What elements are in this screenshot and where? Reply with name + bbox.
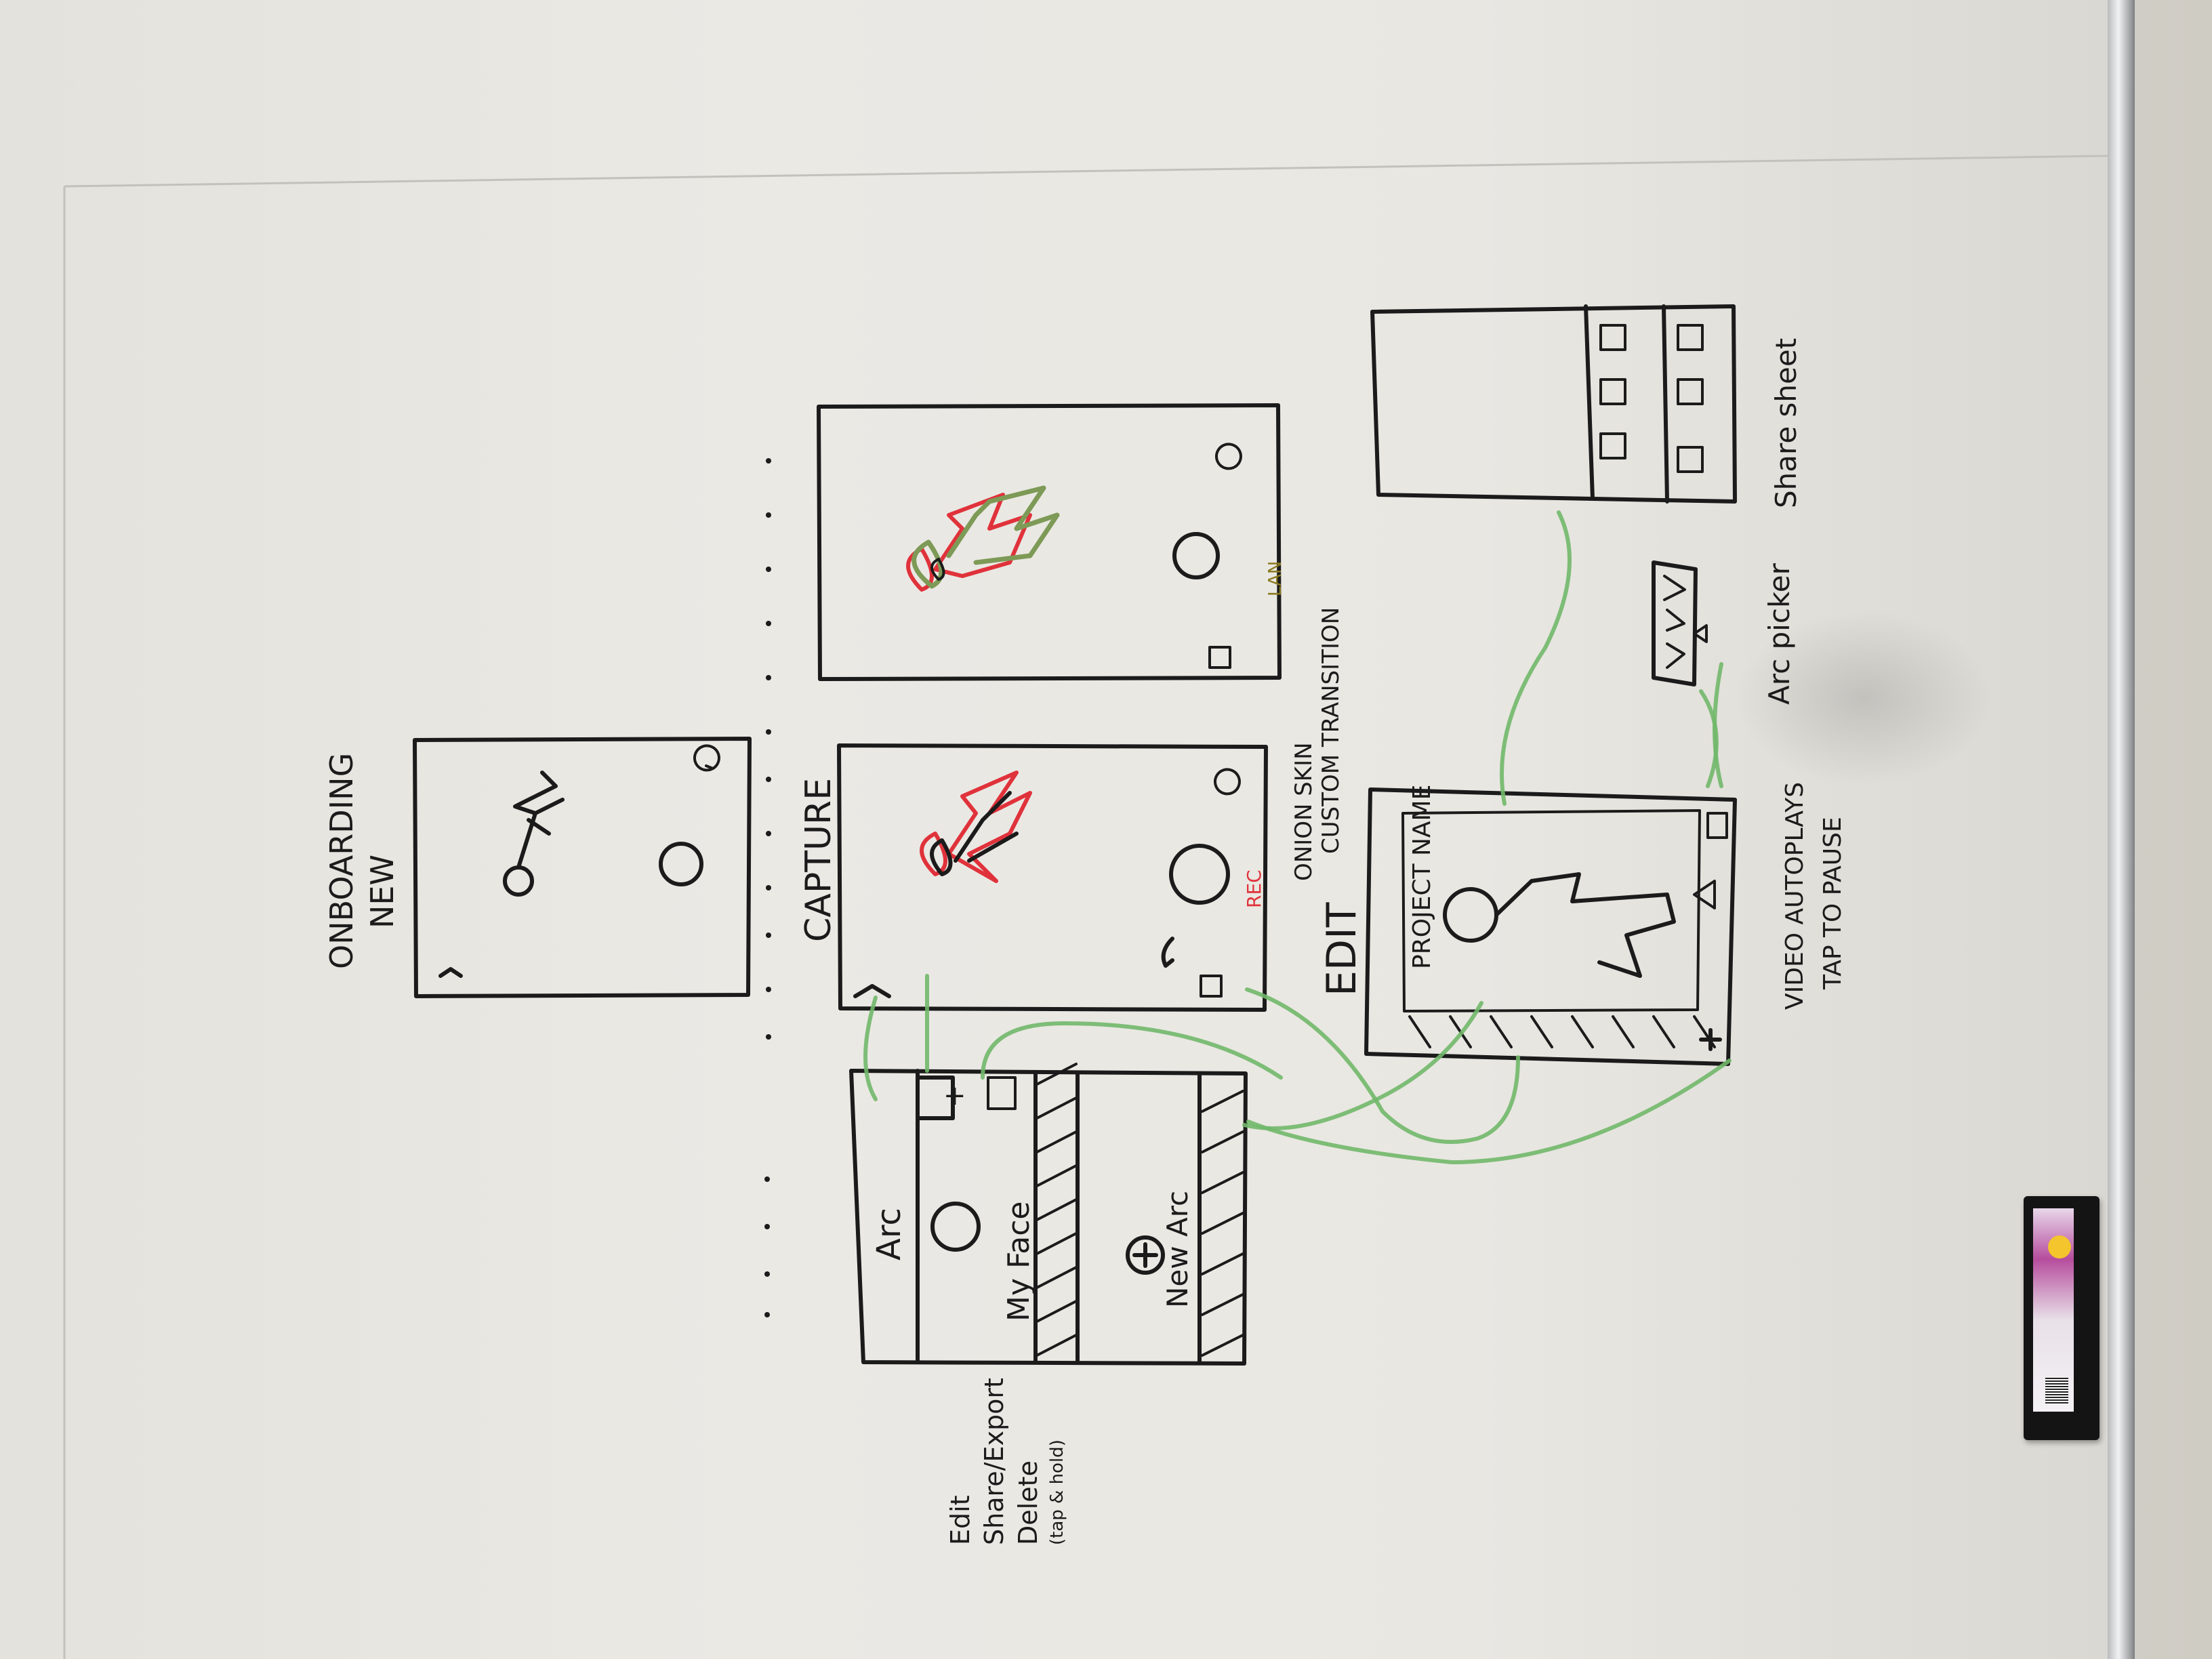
edit-screen-sketch: EDIT PROJECT NAME VIDEO AUTOPLAYS TAP TO…	[1318, 782, 1847, 1066]
svg-text:ONBOARDING: ONBOARDING	[323, 753, 360, 969]
library-context-menu-notes: Edit Share/Export Delete (tap & hold)	[945, 1378, 1067, 1545]
svg-text:NEW: NEW	[364, 855, 401, 928]
library-item-title: My Face	[1002, 1202, 1036, 1322]
eraser-logo-icon	[2048, 1235, 2071, 1258]
label-onion-skin: ONION SKIN	[1290, 742, 1317, 881]
whiteboard	[0, 0, 2108, 1659]
svg-text:ONION SKIN: ONION SKIN	[1290, 742, 1317, 881]
arc-picker-sketch: Arc picker	[1652, 560, 1796, 705]
library-new-arc: New Arc	[1161, 1191, 1194, 1308]
barcode-icon	[2045, 1378, 2068, 1405]
label-capture: CAPTURE	[798, 778, 839, 942]
label-project-name: PROJECT NAME	[1408, 785, 1436, 969]
svg-text:New Arc: New Arc	[1161, 1191, 1194, 1308]
ink-smudge	[1735, 610, 1992, 786]
library-title: Arc	[870, 1208, 908, 1261]
whiteboard-frame	[2108, 0, 2135, 1659]
svg-text:Share sheet: Share sheet	[1769, 338, 1803, 508]
label-edit: EDIT	[1318, 902, 1366, 996]
rec-indicator: REC	[1243, 869, 1265, 908]
library-hatch-1	[1036, 1063, 1078, 1357]
menu-tap-hold: (tap & hold)	[1047, 1439, 1067, 1545]
eraser-label	[2033, 1208, 2074, 1412]
svg-text:Arc picker: Arc picker	[1763, 562, 1796, 705]
dotted-separator	[764, 458, 771, 1317]
label-onboarding: ONBOARDING	[323, 753, 360, 969]
library-plus: +	[943, 1080, 966, 1111]
label-tap-to-pause: TAP TO PAUSE	[1819, 817, 1847, 990]
svg-text:EDIT: EDIT	[1318, 902, 1366, 996]
label-custom-transition: CUSTOM TRANSITION	[1317, 607, 1345, 854]
menu-edit: Edit	[945, 1495, 975, 1545]
svg-text:CUSTOM TRANSITION: CUSTOM TRANSITION	[1317, 607, 1345, 854]
onion-skin-screen-sketch: LAN ONION SKIN CUSTOM TRANSITION	[817, 403, 1345, 881]
label-new: NEW	[364, 855, 401, 928]
label-arc-picker: Arc picker	[1763, 562, 1796, 705]
label-video-autoplays: VIDEO AUTOPLAYS	[1781, 782, 1809, 1010]
svg-text:VIDEO AUTOPLAYS: VIDEO AUTOPLAYS	[1781, 782, 1809, 1010]
svg-text:Arc: Arc	[870, 1208, 908, 1261]
svg-text:My Face: My Face	[1002, 1202, 1036, 1322]
capture-screen-sketch: REC CAPTURE	[798, 743, 1268, 1012]
svg-text:PROJECT NAME: PROJECT NAME	[1408, 785, 1436, 969]
label-share-sheet: Share sheet	[1769, 338, 1803, 508]
svg-text:CAPTURE: CAPTURE	[798, 778, 839, 942]
svg-text:+: +	[943, 1080, 966, 1111]
whiteboard-seam	[0, 0, 2108, 1659]
onboarding-screen-sketch: ONBOARDING NEW	[323, 737, 752, 998]
flow-arrows	[863, 510, 1732, 1164]
eraser[interactable]	[2024, 1196, 2100, 1440]
rec-indicator-olive: LAN	[1265, 561, 1286, 596]
menu-delete: Delete	[1013, 1460, 1043, 1545]
share-sheet-sketch: Share sheet	[1370, 304, 1803, 508]
library-hatch-2	[1201, 1090, 1244, 1357]
svg-text:TAP TO PAUSE: TAP TO PAUSE	[1819, 817, 1847, 990]
menu-share-export: Share/Export	[979, 1378, 1009, 1545]
library-screen-sketch: Arc My Face New Arc +	[849, 1063, 1248, 1366]
